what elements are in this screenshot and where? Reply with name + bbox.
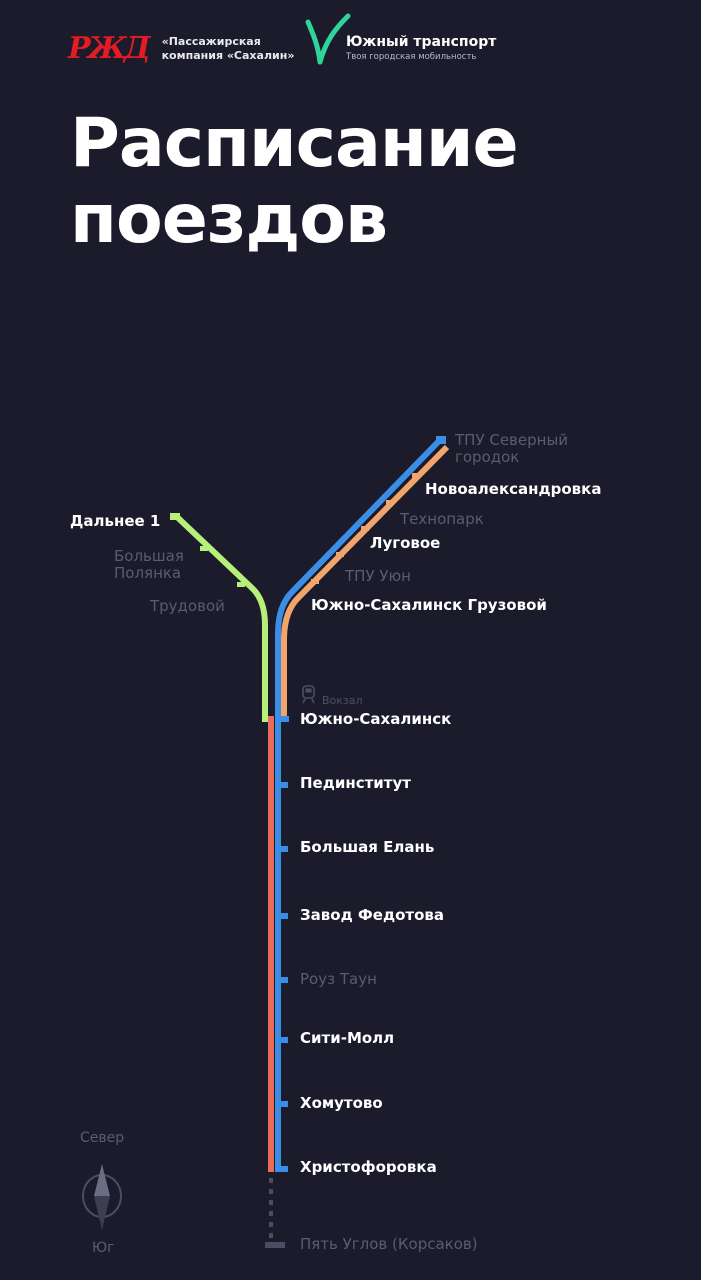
station-siti-moll[interactable]: Сити-Молл (300, 1029, 394, 1047)
station-trudovoy[interactable]: Трудовой (149, 597, 225, 615)
orange-line (281, 444, 450, 722)
station-tick (436, 436, 446, 444)
station-tick (281, 977, 288, 983)
green-line (173, 513, 268, 722)
station-tpu-severny-line1[interactable]: ТПУ Северный (454, 431, 568, 449)
header: РЖД «Пассажирская компания «Сахалин» Южн… (0, 0, 701, 110)
south-transport-brand[interactable]: Южный транспорт Твоя городская мобильнос… (302, 12, 496, 70)
station-tick (281, 913, 288, 919)
station-tick (311, 579, 319, 584)
station-tick (336, 552, 344, 557)
station-tick (170, 513, 180, 520)
station-bolshaya-polyanka-line1[interactable]: Большая (114, 547, 184, 565)
station-tick (281, 1101, 288, 1107)
station-tpu-uyun[interactable]: ТПУ Уюн (344, 567, 411, 585)
station-khristoforovka[interactable]: Христофоровка (300, 1158, 437, 1176)
station-tick (200, 546, 208, 551)
station-zavod-fedotova[interactable]: Завод Федотова (300, 906, 444, 924)
station-tick (281, 1037, 288, 1043)
station-tick (281, 716, 289, 722)
terminal-marker (265, 1242, 285, 1248)
rzd-company-name: «Пассажирская компания «Сахалин» (162, 35, 295, 63)
rzd-logo: РЖД (68, 31, 151, 66)
station-tick (237, 582, 245, 587)
station-tick (281, 782, 288, 788)
train-icon (302, 685, 315, 704)
page-title: Расписание поездов (70, 104, 519, 259)
station-tekhnopark[interactable]: Технопарк (399, 510, 484, 528)
compass-south-label: Юг (92, 1240, 114, 1256)
station-tick (412, 473, 420, 478)
station-khomutovo[interactable]: Хомутово (300, 1094, 383, 1112)
south-transport-logo-icon (305, 13, 351, 65)
blue-line (275, 437, 443, 722)
station-rouz-taun[interactable]: Роуз Таун (300, 970, 377, 988)
compass-north-label: Север (80, 1130, 124, 1146)
compass-icon (82, 1164, 122, 1230)
station-lugovoe[interactable]: Луговое (370, 534, 440, 552)
station-bolshaya-elan[interactable]: Большая Елань (300, 838, 434, 856)
station-pyat-uglov[interactable]: Пять Углов (Корсаков) (300, 1235, 478, 1253)
south-transport-name: Южный транспорт (346, 34, 497, 50)
station-bolshaya-polyanka-line2[interactable]: Полянка (114, 564, 181, 582)
station-tick (386, 500, 394, 505)
station-yuzhno-sakhalinsk-gruzovoy[interactable]: Южно-Сахалинск Грузовой (311, 596, 547, 614)
station-novoaleksandrovka[interactable]: Новоалександровка (425, 480, 601, 498)
rzd-brand[interactable]: РЖД «Пассажирская компания «Сахалин» (68, 34, 294, 64)
south-transport-text: Южный транспорт Твоя городская мобильнос… (346, 34, 496, 62)
station-pedinstitut[interactable]: Пединститут (300, 774, 411, 792)
station-tick (281, 846, 288, 852)
station-yuzhno-sakhalinsk[interactable]: Южно-Сахалинск (300, 710, 451, 728)
vokzal-label: Вокзал (322, 694, 363, 707)
rzd-company-line1: «Пассажирская (161, 35, 261, 48)
station-dalnee-1[interactable]: Дальнее 1 (70, 512, 160, 530)
south-transport-slogan: Твоя городская мобильность (346, 52, 477, 62)
station-tpu-severny-line2[interactable]: городок (455, 448, 519, 466)
station-tick (281, 1166, 288, 1172)
rzd-company-line2: компания «Сахалин» (161, 49, 295, 62)
station-tick (361, 526, 369, 531)
